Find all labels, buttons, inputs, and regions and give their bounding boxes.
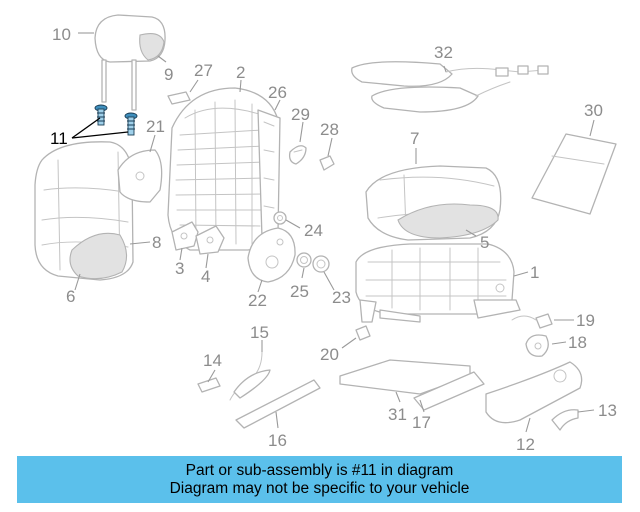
connector-part-19: [511, 313, 553, 329]
clip-part-29: [288, 145, 307, 165]
washer-part-25: [296, 252, 312, 268]
callout-22: 22: [248, 291, 267, 310]
callout-24: 24: [304, 221, 323, 240]
trim-strip-part-16: [235, 379, 321, 429]
trim-part-17: [413, 371, 485, 411]
banner-line-part-number: Part or sub-assembly is #11 in diagram: [185, 461, 454, 479]
callout-11: 11: [50, 129, 68, 148]
callout-27: 27: [194, 61, 213, 80]
callout-4: 4: [201, 267, 210, 286]
callout-20: 20: [320, 345, 339, 364]
headrest-part-10: [94, 14, 166, 111]
seat-frame-part-1: [355, 243, 521, 323]
callout-10: 10: [52, 25, 71, 44]
guide-bolt-part-11-left: [94, 104, 108, 126]
connector-part-20: [355, 325, 371, 341]
callout-7: 7: [410, 129, 419, 148]
leader-lines: [74, 32, 595, 433]
recliner-bracket-part-4: [195, 225, 225, 255]
callout-8: 8: [152, 233, 161, 252]
callout-32: 32: [434, 43, 453, 62]
callout-25: 25: [290, 282, 309, 301]
callout-23: 23: [332, 288, 351, 307]
guide-bolt-part-11-right: [124, 112, 138, 136]
callout-29: 29: [291, 105, 310, 124]
lever-part-27: [167, 91, 191, 105]
seatback-frame-part-2: [167, 87, 281, 251]
callout-19: 19: [576, 311, 595, 330]
callout-15: 15: [250, 323, 269, 342]
callout-1: 1: [530, 263, 539, 282]
side-shield-part-12: [485, 361, 583, 424]
clip-part-28: [319, 155, 335, 171]
motor-part-18: [525, 334, 549, 357]
heater-element-part-32: [351, 61, 549, 113]
seat-cushion-part-5: [365, 165, 502, 241]
callout-30: 30: [584, 101, 603, 120]
handle-part-13: [551, 409, 579, 431]
callout-9: 9: [164, 65, 173, 84]
callout-26: 26: [268, 83, 287, 102]
callout-2: 2: [236, 63, 245, 82]
side-trim-part-21: [117, 149, 163, 203]
knob-part-23: [312, 255, 330, 273]
highlight-leader-11: [71, 117, 129, 139]
back-panel-part-30: [531, 133, 617, 215]
callout-21: 21: [146, 117, 165, 136]
seat-parts-diagram: 10 9 27 2 26 29 28 21 8 6 3 4 22 25 23 2…: [34, 14, 617, 454]
callout-13: 13: [598, 401, 617, 420]
callout-labels: 10 9 27 2 26 29 28 21 8 6 3 4 22 25 23 2…: [50, 25, 617, 454]
bushing-part-24: [273, 211, 287, 225]
callout-28: 28: [320, 120, 339, 139]
callout-12: 12: [516, 435, 535, 454]
callout-3: 3: [175, 259, 184, 278]
part-info-banner: Part or sub-assembly is #11 in diagram D…: [17, 456, 622, 503]
callout-5: 5: [480, 233, 489, 252]
callout-18: 18: [568, 333, 587, 352]
recliner-bracket-part-3: [171, 221, 199, 251]
side-cover-part-22: [247, 227, 296, 283]
callout-14: 14: [203, 351, 222, 370]
callout-6: 6: [66, 287, 75, 306]
seatback-cover-part-6: [34, 141, 134, 281]
callout-16: 16: [268, 431, 287, 450]
clip-part-14: [197, 377, 221, 393]
callout-17: 17: [412, 413, 431, 432]
banner-line-disclaimer: Diagram may not be specific to your vehi…: [169, 479, 470, 497]
callout-31: 31: [388, 405, 407, 424]
cable-part-15: [229, 351, 271, 401]
